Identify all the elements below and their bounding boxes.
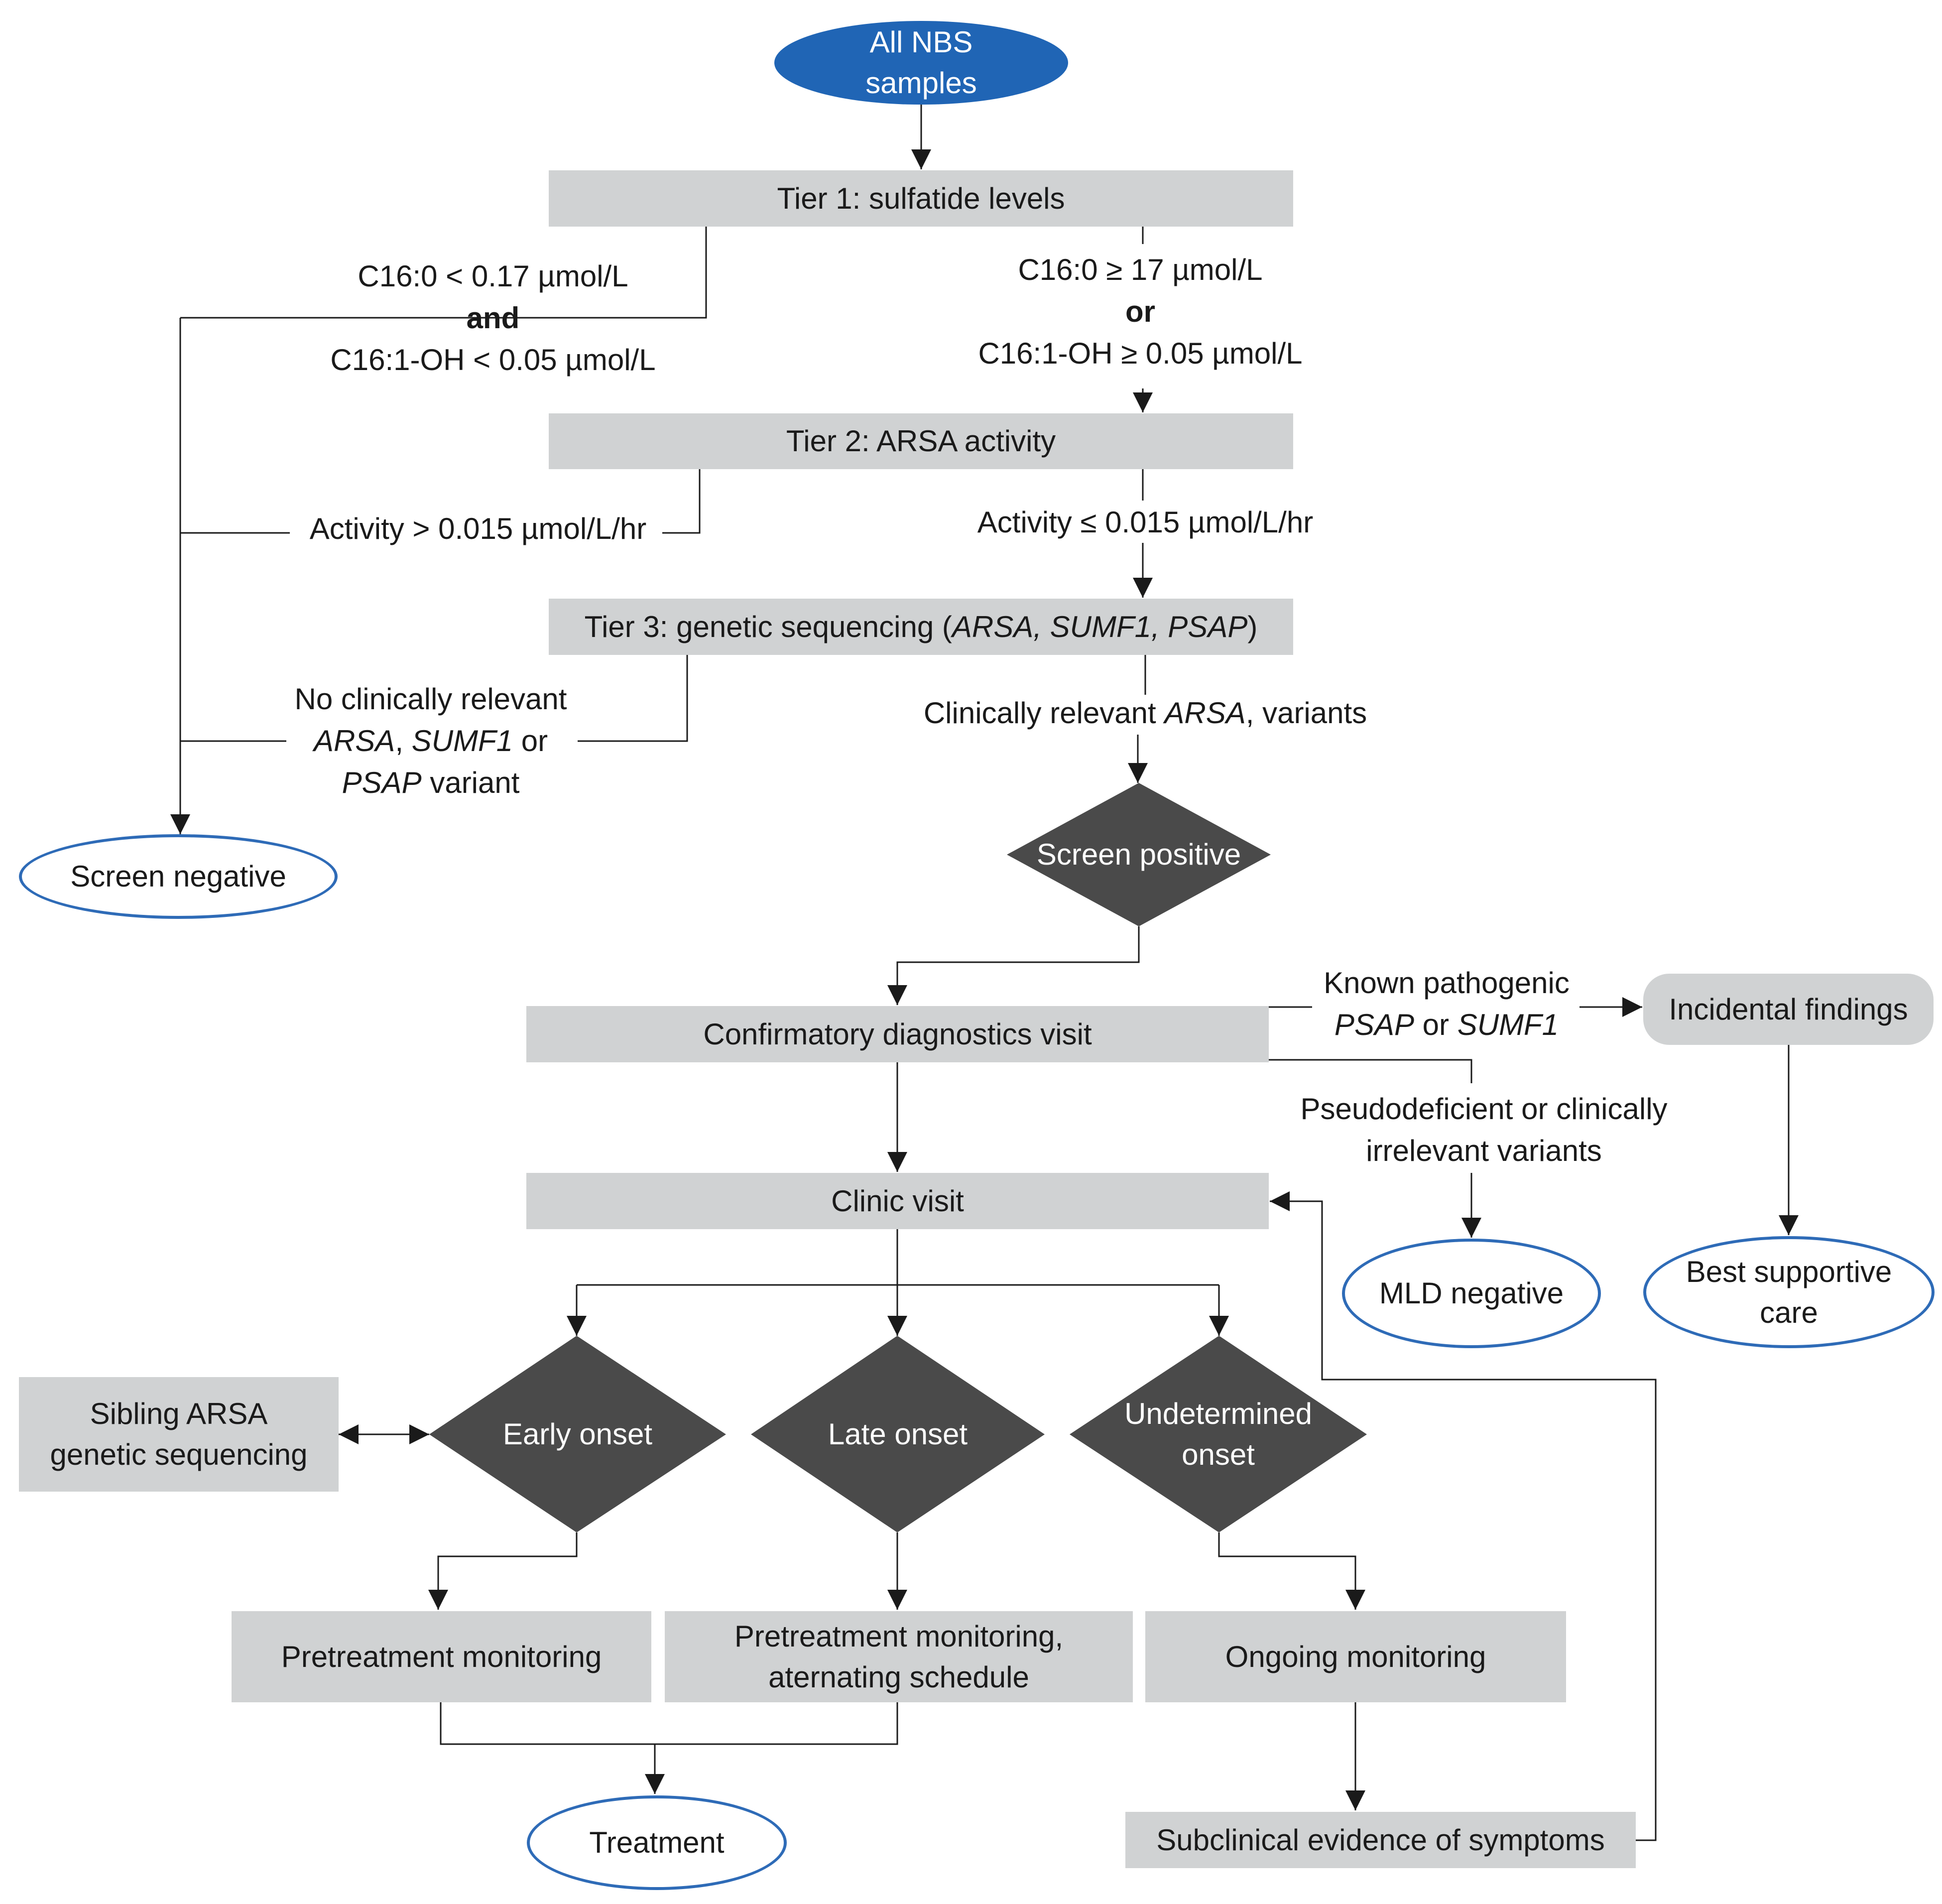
tier1-positive-line2: or	[1125, 295, 1155, 328]
incidental-condition-line2: PSAP or SUMF1	[1305, 1004, 1588, 1046]
tier3-negative-line1: No clinically relevant	[294, 682, 567, 716]
undetermined-line2: onset	[1182, 1438, 1255, 1471]
undetermined-onset-diamond	[1070, 1336, 1367, 1532]
edge-undetermined-ongoing	[1218, 1532, 1365, 1610]
tier1-label: Tier 1: sulfatide levels	[777, 181, 1065, 215]
pretreatment-monitoring-label: Pretreatment monitoring	[281, 1640, 602, 1673]
mld-negative-condition: Pseudodeficient or clinically irrelevant…	[1260, 1088, 1708, 1172]
edge-tier3-negative	[578, 655, 688, 742]
incidental-findings-label: Incidental findings	[1669, 992, 1908, 1026]
edge-tier2-negative	[662, 469, 701, 534]
tier3-positive-prefix: Clinically relevant	[923, 696, 1165, 730]
tier3-box: Tier 3: genetic sequencing (ARSA, SUMF1,…	[549, 599, 1293, 655]
incidental-gene2: SUMF1	[1457, 1008, 1559, 1041]
treatment-label: Treatment	[589, 1826, 725, 1859]
tier1-negative-condition: C16:0 < 0.17 µmol/L and C16:1-OH < 0.05 …	[294, 255, 692, 381]
tier3-negative-gene2: SUMF1	[411, 724, 513, 758]
ongoing-monitoring-label: Ongoing monitoring	[1225, 1640, 1486, 1673]
tier1-negative-line3: C16:1-OH < 0.05 µmol/L	[330, 343, 656, 377]
tier3-prefix: Tier 3: genetic sequencing (	[584, 610, 952, 643]
tier2-box: Tier 2: ARSA activity	[549, 413, 1293, 469]
undetermined-onset-label: Undetermined onset	[1070, 1393, 1367, 1476]
tier1-box: Tier 1: sulfatide levels	[549, 170, 1293, 227]
screen-positive-label: Screen positive	[1036, 838, 1241, 871]
tier3-negative-variant: variant	[421, 766, 520, 799]
tier3-negative-sep: ,	[395, 724, 412, 758]
edge-positive-confirmatory	[887, 926, 1140, 1005]
tier3-suffix: )	[1247, 610, 1258, 643]
pretreatment-monitoring-box: Pretreatment monitoring	[232, 1611, 651, 1702]
ongoing-monitoring-box: Ongoing monitoring	[1145, 1611, 1566, 1702]
start-label: All NBS samples	[865, 25, 977, 100]
subclinical-box: Subclinical evidence of symptoms	[1125, 1812, 1636, 1868]
mld-negative-condition-line1: Pseudodeficient or clinically	[1300, 1092, 1668, 1126]
tier1-positive-condition: C16:0 ≥ 17 µmol/L or C16:1-OH ≥ 0.05 µmo…	[941, 249, 1339, 375]
clinic-visit-box: Clinic visit	[526, 1173, 1269, 1229]
tier3-genes: ARSA, SUMF1, PSAP	[952, 610, 1248, 643]
incidental-condition: Known pathogenic PSAP or SUMF1	[1305, 962, 1588, 1046]
treatment-node: Treatment	[527, 1795, 787, 1890]
clinic-visit-label: Clinic visit	[831, 1184, 964, 1218]
tier2-positive-condition: Activity ≤ 0.015 µmol/L/hr	[977, 506, 1314, 539]
best-supportive-line1: Best supportive	[1686, 1255, 1892, 1288]
tier1-positive-line1: C16:0 ≥ 17 µmol/L	[1018, 253, 1263, 286]
screen-negative-node: Screen negative	[19, 834, 338, 919]
tier3-positive-suffix: , variants	[1245, 696, 1367, 730]
edge-subclinical-feedback	[1270, 1191, 1657, 1841]
screen-positive-diamond	[1007, 783, 1271, 926]
pretreatment-alternating-box: Pretreatment monitoring, aternating sche…	[665, 1611, 1133, 1702]
tier3-positive-gene: ARSA	[1164, 696, 1246, 730]
tier2-negative-condition: Activity > 0.015 µmol/L/hr	[309, 512, 647, 545]
sibling-line2: genetic sequencing	[50, 1438, 308, 1471]
pretreatment-alt-line2: aternating schedule	[768, 1660, 1029, 1694]
edge-early-pretreatment	[428, 1532, 578, 1610]
tier3-negative-line3: PSAP variant	[279, 762, 583, 804]
sibling-line1: Sibling ARSA	[90, 1397, 268, 1430]
tier2-label: Tier 2: ARSA activity	[786, 424, 1056, 458]
tier3-negative-or: or	[513, 724, 548, 758]
confirmatory-box: Confirmatory diagnostics visit	[526, 1006, 1269, 1062]
tier3-negative-line2: ARSA, SUMF1 or	[279, 720, 583, 762]
best-supportive-care-node: Best supportive care	[1643, 1236, 1935, 1348]
pretreatment-alt-line1: Pretreatment monitoring,	[734, 1619, 1064, 1653]
tier1-negative-line2: and	[466, 301, 520, 335]
late-onset-label: Late onset	[828, 1417, 968, 1451]
early-onset-diamond	[429, 1336, 726, 1532]
edge-tier1-negative	[180, 227, 707, 319]
edge-confirmatory-mld	[1269, 1059, 1472, 1083]
mld-negative-label: MLD negative	[1379, 1276, 1564, 1310]
subclinical-label: Subclinical evidence of symptoms	[1156, 1823, 1605, 1857]
mld-negative-node: MLD negative	[1342, 1239, 1601, 1348]
confirmatory-label: Confirmatory diagnostics visit	[703, 1017, 1092, 1051]
tier3-label: Tier 3: genetic sequencing (ARSA, SUMF1,…	[585, 607, 1258, 647]
incidental-or: or	[1414, 1008, 1457, 1041]
edge-pretreatment-merge	[440, 1702, 898, 1745]
tier3-negative-condition: No clinically relevant ARSA, SUMF1 or PS…	[279, 678, 583, 804]
start-node: All NBS samples	[774, 21, 1068, 105]
tier1-positive-line3: C16:1-OH ≥ 0.05 µmol/L	[978, 337, 1303, 370]
tier1-negative-line1: C16:0 < 0.17 µmol/L	[358, 259, 628, 293]
incidental-condition-line1: Known pathogenic	[1324, 966, 1570, 1000]
sibling-sequencing-box: Sibling ARSA genetic sequencing	[19, 1377, 339, 1492]
tier3-positive-condition: Clinically relevant ARSA, variants	[891, 692, 1399, 734]
late-onset-diamond	[751, 1336, 1045, 1532]
early-onset-label: Early onset	[502, 1417, 653, 1451]
tier3-negative-gene1: ARSA	[313, 724, 395, 758]
screen-negative-label: Screen negative	[70, 860, 286, 893]
undetermined-line1: Undetermined	[1124, 1397, 1312, 1430]
incidental-gene1: PSAP	[1334, 1008, 1414, 1041]
tier3-negative-gene3: PSAP	[342, 766, 422, 799]
mld-negative-condition-line2: irrelevant variants	[1366, 1134, 1602, 1167]
best-supportive-line2: care	[1760, 1295, 1818, 1329]
incidental-findings-node: Incidental findings	[1643, 974, 1934, 1045]
